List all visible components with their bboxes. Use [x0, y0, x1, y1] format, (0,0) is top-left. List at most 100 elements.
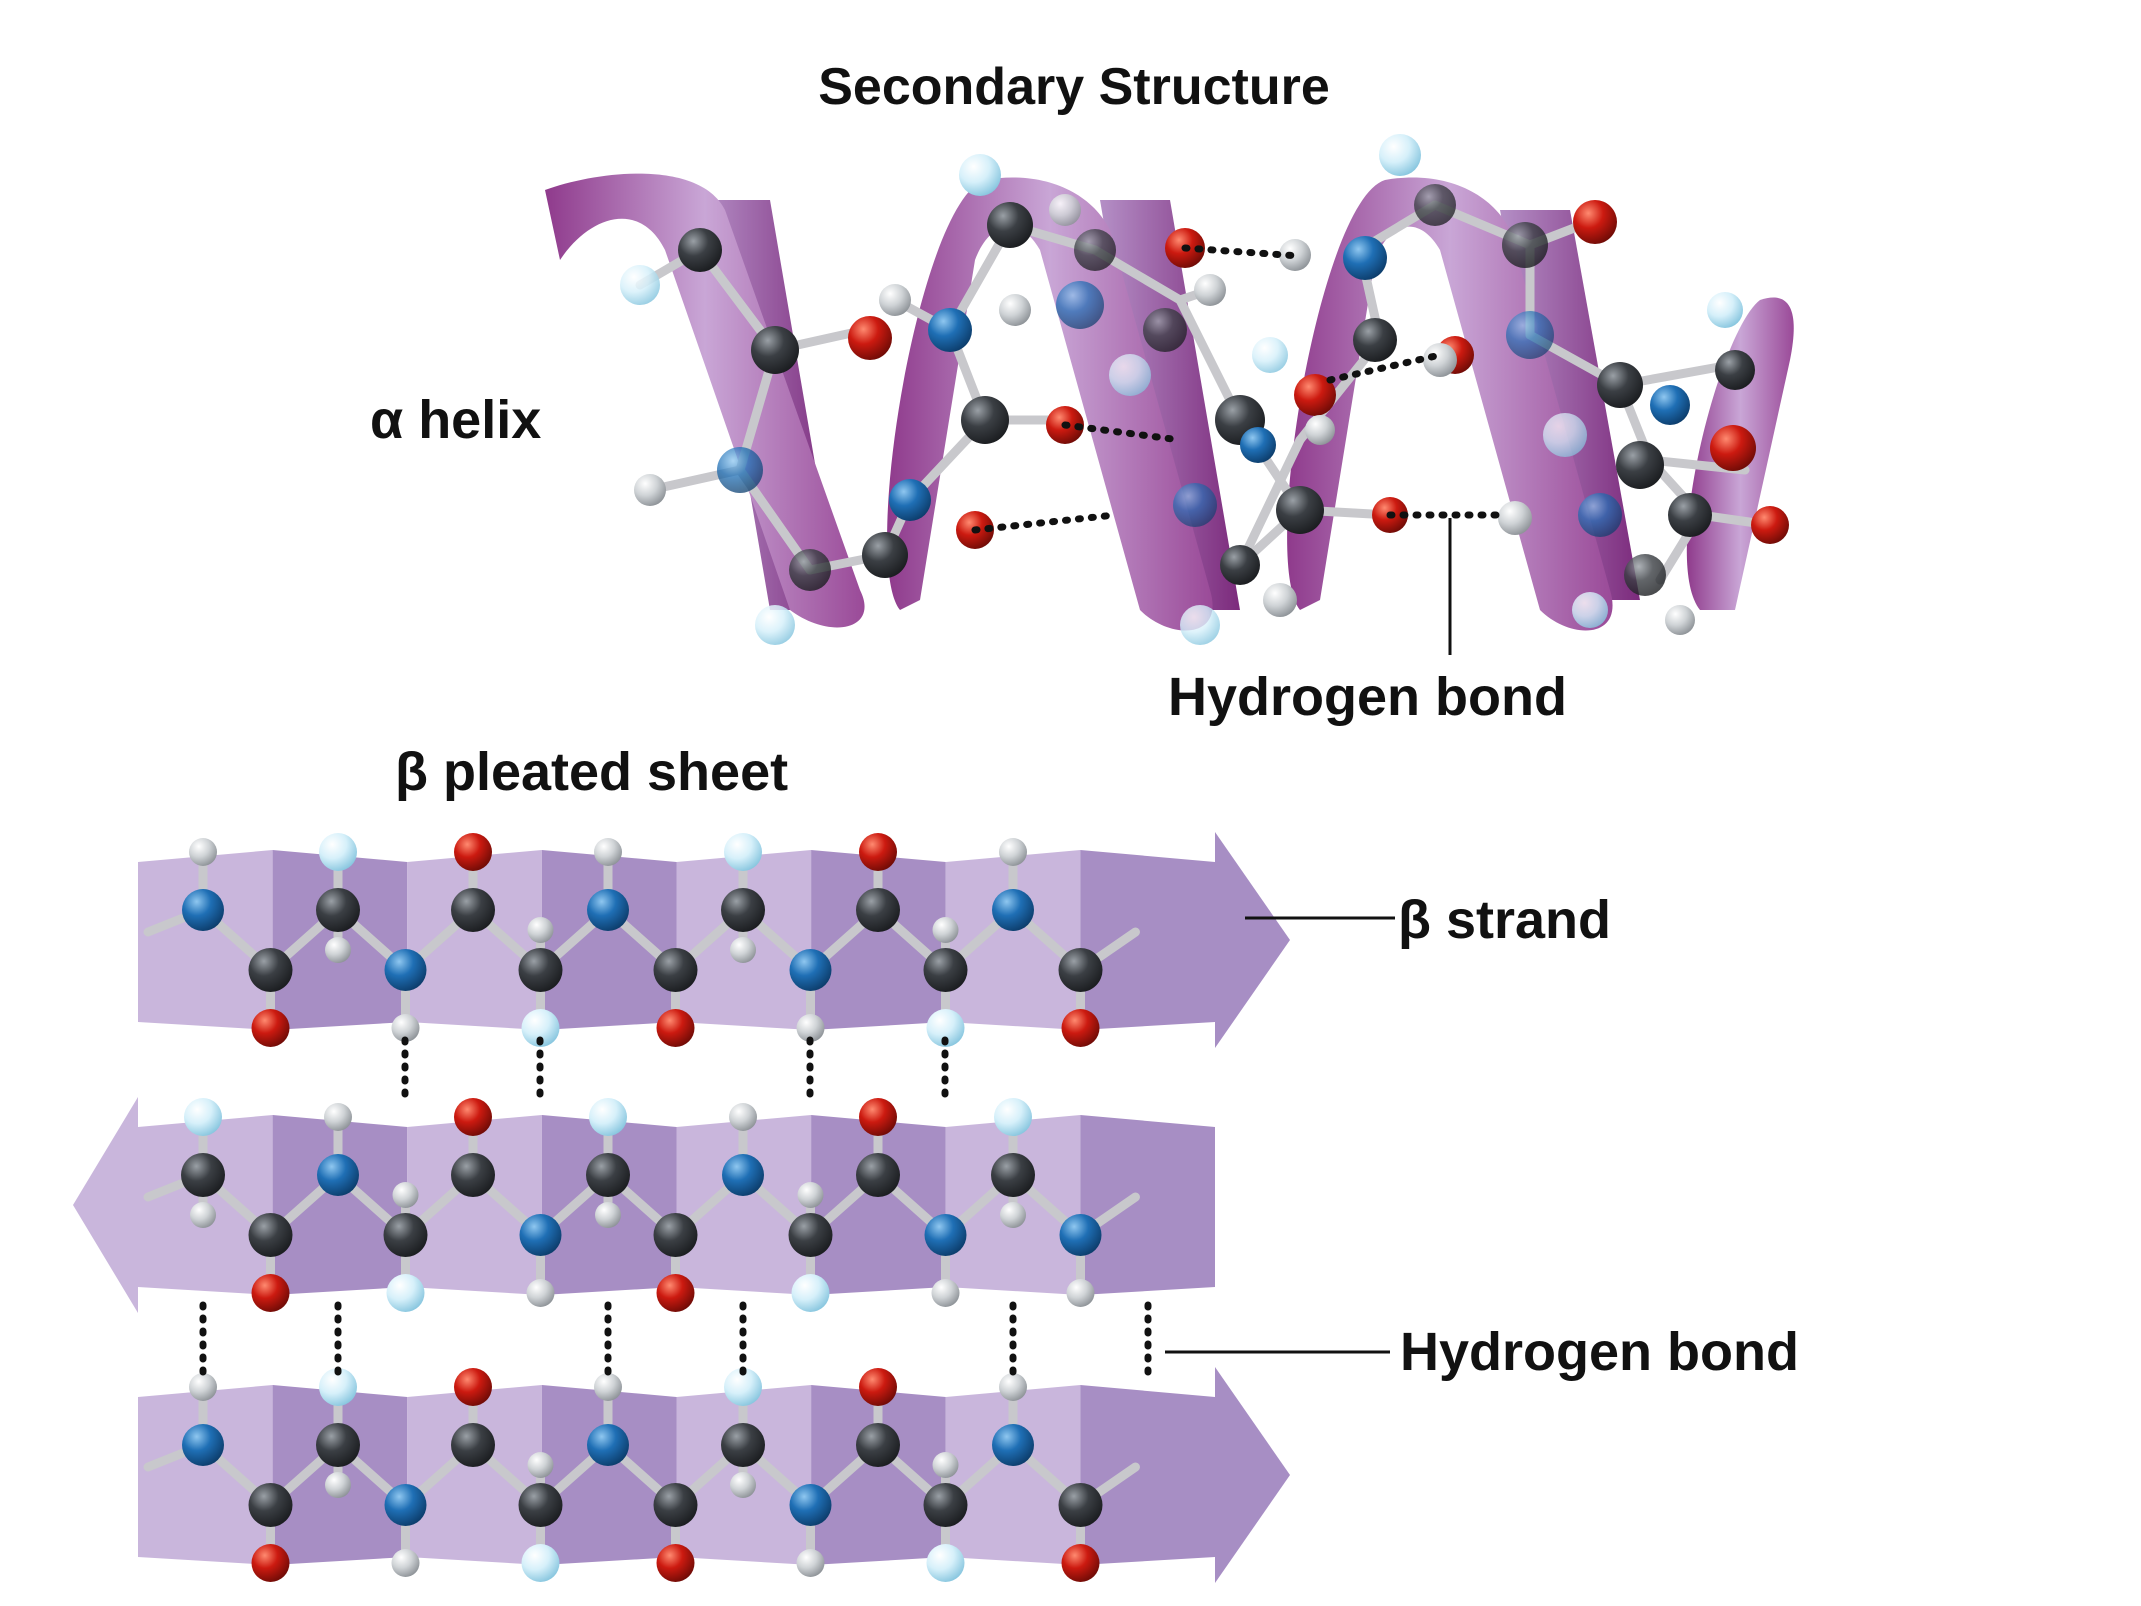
atom-hydrogen: [1109, 354, 1151, 396]
atom-hydrogen: [932, 1452, 959, 1478]
atom-carbon: [451, 1153, 495, 1197]
atom-carbon: [856, 888, 900, 932]
atom-carbon: [316, 1423, 360, 1467]
atom-oxygen: [251, 1009, 290, 1047]
atom-hydrogen: [796, 1014, 825, 1042]
atom-hydrogen: [634, 474, 666, 506]
atom-hydrogen: [959, 154, 1001, 196]
atom-nitrogen: [789, 949, 832, 991]
atom-hydrogen: [999, 1373, 1027, 1401]
atom-hydrogen: [391, 1549, 420, 1577]
atom-hydrogen: [926, 1544, 965, 1582]
strand-ribbon-segment: [407, 850, 542, 1030]
atom-hydrogen: [1498, 501, 1532, 535]
atom-carbon: [721, 888, 765, 932]
strand-ribbon-segment: [811, 1385, 946, 1565]
atom-hydrogen: [729, 1103, 757, 1131]
strand-ribbon-segment: [945, 1385, 1081, 1565]
atom-nitrogen: [1578, 493, 1622, 537]
atom-hydrogen: [620, 265, 660, 305]
atom-oxygen: [1061, 1544, 1100, 1582]
strand-ribbon-segment: [138, 850, 273, 1030]
atom-oxygen: [1061, 1009, 1100, 1047]
atom-hydrogen: [1707, 292, 1743, 328]
atom-nitrogen: [384, 1484, 427, 1526]
atom-oxygen: [251, 1274, 290, 1312]
atom-nitrogen: [992, 1424, 1034, 1466]
atom-carbon: [987, 202, 1033, 248]
atom-oxygen: [1710, 425, 1756, 471]
strand-ribbon-segment: [811, 1115, 946, 1295]
atom-carbon: [316, 888, 360, 932]
atom-nitrogen: [789, 1484, 832, 1526]
atom-oxygen: [1573, 200, 1617, 244]
atom-hydrogen: [879, 284, 911, 316]
atom-nitrogen: [1173, 483, 1217, 527]
helix-hbond-label: Hydrogen bond: [1168, 667, 1567, 727]
beta-strand-bottom: [138, 1367, 1290, 1583]
atom-oxygen: [656, 1544, 695, 1582]
atom-carbon: [1058, 948, 1103, 992]
atom-carbon: [653, 948, 698, 992]
beta-strand-label: β strand: [1398, 890, 1611, 950]
alpha-helix-label: α helix: [370, 390, 541, 450]
atom-carbon: [653, 1213, 698, 1257]
atom-hydrogen: [791, 1274, 830, 1312]
alpha-helix: [545, 134, 1794, 645]
strand-arrowhead: [73, 1097, 138, 1313]
atom-oxygen: [656, 1274, 695, 1312]
atom-hydrogen: [594, 838, 622, 866]
atom-carbon: [1715, 350, 1755, 390]
atom-hydrogen: [999, 294, 1031, 326]
atom-hydrogen: [1379, 134, 1421, 176]
atom-hydrogen: [319, 833, 357, 871]
atom-hydrogen: [999, 838, 1027, 866]
atom-hydrogen: [797, 1182, 824, 1208]
atom-hydrogen: [1263, 583, 1297, 617]
atom-carbon: [923, 1483, 968, 1527]
atom-carbon: [1143, 308, 1187, 352]
atom-hydrogen: [324, 1103, 352, 1131]
atom-nitrogen: [1240, 427, 1276, 463]
atom-carbon: [1414, 184, 1456, 226]
atom-carbon: [383, 1213, 428, 1257]
beta-sheet-label: β pleated sheet: [395, 742, 788, 802]
diagram-title: Secondary Structure: [818, 58, 1330, 116]
atom-hydrogen: [1066, 1279, 1095, 1307]
atom-carbon: [856, 1153, 900, 1197]
atom-nitrogen: [722, 1154, 764, 1196]
strand-arrowhead: [1215, 1367, 1290, 1583]
atom-hydrogen: [391, 1014, 420, 1042]
atom-carbon: [518, 1483, 563, 1527]
atom-nitrogen: [384, 949, 427, 991]
atom-oxygen: [859, 1098, 897, 1136]
atom-hydrogen: [932, 917, 959, 943]
atom-oxygen: [251, 1544, 290, 1582]
atom-hydrogen: [1252, 337, 1288, 373]
atom-carbon: [1624, 554, 1666, 596]
atom-hydrogen: [1180, 605, 1220, 645]
strand-ribbon-segment: [1080, 1115, 1215, 1295]
atom-carbon: [991, 1153, 1035, 1197]
strand-ribbon-segment: [1080, 850, 1215, 1030]
atom-hydrogen: [994, 1098, 1032, 1136]
atom-nitrogen: [1056, 281, 1104, 329]
atom-hydrogen: [325, 1472, 351, 1498]
atom-nitrogen: [182, 1424, 224, 1466]
atom-carbon: [248, 1213, 293, 1257]
atom-hydrogen: [527, 917, 554, 943]
atom-nitrogen: [182, 889, 224, 931]
atom-carbon: [862, 532, 908, 578]
atom-nitrogen: [587, 889, 629, 931]
atom-hydrogen: [926, 1009, 965, 1047]
helix-backbone-atoms: [620, 134, 1789, 645]
strand-ribbon-segment: [138, 1385, 273, 1565]
atom-hydrogen: [527, 1452, 554, 1478]
atom-carbon: [1074, 229, 1116, 271]
atom-carbon: [789, 549, 831, 591]
atom-carbon: [1353, 318, 1397, 362]
atom-hydrogen: [730, 937, 756, 963]
atom-hydrogen: [1194, 274, 1226, 306]
atom-carbon: [248, 1483, 293, 1527]
atom-hydrogen: [1423, 343, 1457, 377]
